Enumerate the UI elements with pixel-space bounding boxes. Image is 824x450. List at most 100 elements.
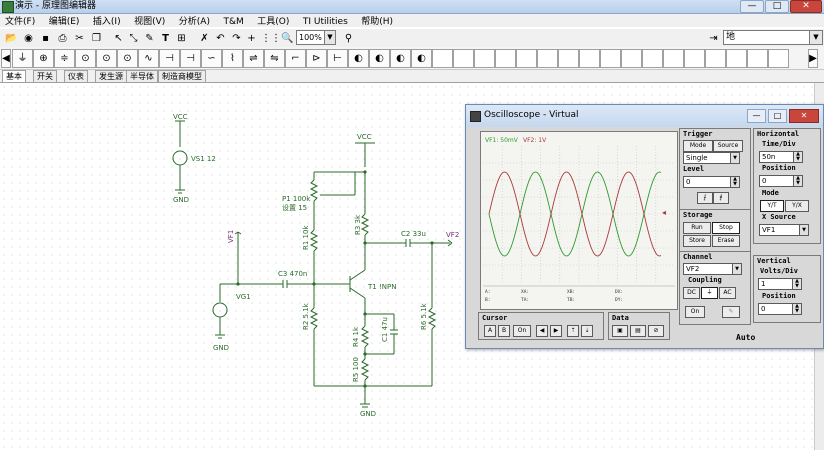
channel-on-button[interactable]: On	[685, 306, 705, 318]
tab-meters[interactable]: 仪表	[64, 70, 88, 82]
save-icon[interactable]: ▪	[42, 33, 49, 44]
cursor-right-icon[interactable]: ▶	[550, 325, 562, 337]
lamp-icon[interactable]: ◐	[348, 49, 369, 68]
menu-help[interactable]: 帮助(H)	[361, 17, 394, 27]
zoom-select[interactable]: 100% ▼	[296, 30, 336, 45]
grid-icon[interactable]: ⋮⋮	[261, 33, 281, 44]
probe-ball-icon[interactable]: ◐	[390, 49, 411, 68]
pushbutton-icon[interactable]: ⌐	[285, 49, 306, 68]
menu-edit[interactable]: 编辑(E)	[48, 17, 80, 27]
diode-icon[interactable]: ⊳	[306, 49, 327, 68]
empty-slot[interactable]	[495, 49, 516, 68]
ground-icon[interactable]: ⏚	[12, 49, 33, 68]
maximize-button[interactable]: □	[765, 0, 789, 13]
inductor-icon[interactable]: ∽	[201, 49, 222, 68]
empty-slot[interactable]	[621, 49, 642, 68]
menu-analysis[interactable]: 分析(A)	[178, 17, 210, 27]
minimize-button[interactable]: —	[740, 0, 764, 13]
transformer-icon[interactable]: ⌇	[222, 49, 243, 68]
tab-basic[interactable]: 基本	[2, 70, 26, 82]
osc-maximize-button[interactable]: □	[768, 109, 787, 123]
cursor-left-icon[interactable]: ◀	[536, 325, 548, 337]
scope-screen[interactable]: VF1: 50mV VF2: 1V A: B: XA: TA: XB: TB: …	[480, 131, 678, 310]
timediv-spin[interactable]: 50n▲▼	[759, 151, 803, 163]
menu-view[interactable]: 视图(V)	[134, 17, 166, 27]
part-search-select[interactable]: 地 ▼	[723, 30, 823, 45]
probe-icon[interactable]: ⚲	[344, 33, 353, 44]
scroll-left-icon[interactable]: ◀	[1, 49, 11, 68]
redo-icon[interactable]: ↷	[232, 33, 241, 44]
net-icon[interactable]: ⊞	[177, 33, 186, 44]
empty-slot[interactable]	[516, 49, 537, 68]
meter-icon[interactable]: ⊙	[117, 49, 138, 68]
voltage-source-icon[interactable]: ⊙	[75, 49, 96, 68]
print-icon[interactable]: ⎙	[58, 33, 67, 44]
delete-icon[interactable]: ✗	[200, 33, 209, 44]
falling-edge-button[interactable]: ⨎	[713, 192, 729, 204]
data-clear-icon[interactable]: ⊘	[648, 325, 664, 337]
menu-insert[interactable]: 插入(I)	[92, 17, 121, 27]
empty-slot[interactable]	[537, 49, 558, 68]
menu-ti-utilities[interactable]: TI Utilities	[302, 17, 348, 27]
empty-slot[interactable]	[642, 49, 663, 68]
empty-slot[interactable]	[768, 49, 789, 68]
menu-file[interactable]: 文件(F)	[5, 17, 36, 27]
trigger-level-spin[interactable]: 0▲▼	[683, 176, 740, 188]
open-folder-icon[interactable]: 📂	[5, 33, 18, 44]
data-import-icon[interactable]: ▤	[630, 325, 646, 337]
zener-icon[interactable]: ⊢	[327, 49, 348, 68]
erase-button[interactable]: Erase	[712, 235, 740, 247]
cursor-on-button[interactable]: On	[513, 325, 531, 337]
empty-slot[interactable]	[558, 49, 579, 68]
empty-slot[interactable]	[579, 49, 600, 68]
h-position-spin[interactable]: 0▲▼	[759, 175, 803, 187]
pen-icon[interactable]: ✎	[145, 33, 154, 44]
rotate-icon[interactable]: +	[247, 33, 256, 44]
led-icon[interactable]: ◐	[369, 49, 390, 68]
pointer-icon[interactable]: ↖	[114, 33, 123, 44]
text-icon[interactable]: T	[162, 33, 169, 44]
current-source-icon[interactable]: ⊙	[96, 49, 117, 68]
osc-minimize-button[interactable]: —	[747, 109, 766, 123]
zoom-icon[interactable]: 🔍	[281, 33, 294, 44]
trigger-mode-select[interactable]: Single▼	[683, 152, 740, 164]
cursor-down-icon[interactable]: ⇣	[581, 325, 593, 337]
store-button[interactable]: Store	[683, 235, 711, 247]
rising-edge-button[interactable]: ⨍	[697, 192, 713, 204]
empty-slot[interactable]	[684, 49, 705, 68]
dc-button[interactable]: DC	[683, 287, 700, 299]
probe-pen-icon[interactable]: ✎	[722, 306, 740, 318]
voltsdiv-spin[interactable]: 1▲▼	[758, 278, 802, 290]
gnd-coupling-button[interactable]: ⏚	[701, 287, 718, 299]
yx-button[interactable]: Y/X	[785, 200, 809, 212]
tab-manufacturer-models[interactable]: 制造商模型	[158, 70, 206, 82]
empty-slot[interactable]	[726, 49, 747, 68]
capacitor-icon[interactable]: ⊣	[159, 49, 180, 68]
copy-icon[interactable]: ❐	[92, 33, 101, 44]
place-part-icon[interactable]: ⇥	[709, 33, 718, 44]
empty-slot[interactable]	[600, 49, 621, 68]
tab-sources[interactable]: 发生源	[95, 70, 127, 82]
stop-button[interactable]: Stop	[712, 222, 740, 234]
wire-icon[interactable]: ⤡	[129, 33, 138, 44]
globe-icon[interactable]: ◉	[24, 33, 33, 44]
empty-slot[interactable]	[474, 49, 495, 68]
relay-icon[interactable]: ⇋	[264, 49, 285, 68]
close-button[interactable]: ✕	[790, 0, 822, 13]
cursor-b-button[interactable]: B	[498, 325, 510, 337]
channel-select[interactable]: VF2▼	[683, 263, 742, 275]
oscilloscope-titlebar[interactable]: Oscilloscope - Virtual — □ ✕	[466, 105, 823, 127]
cursor-a-button[interactable]: A	[484, 325, 496, 337]
empty-slot[interactable]	[663, 49, 684, 68]
auto-button[interactable]: Auto	[736, 333, 756, 342]
yt-button[interactable]: Y/T	[760, 200, 784, 212]
ac-button[interactable]: AC	[719, 287, 736, 299]
v-position-spin[interactable]: 0▲▼	[758, 303, 802, 315]
tab-semiconductors[interactable]: 半导体	[126, 70, 158, 82]
cut-icon[interactable]: ✂	[75, 33, 84, 44]
tab-switches[interactable]: 开关	[33, 70, 57, 82]
cursor-up-icon[interactable]: ⇡	[567, 325, 579, 337]
empty-slot[interactable]	[705, 49, 726, 68]
voltmeter-icon[interactable]: ◐	[411, 49, 432, 68]
osc-close-button[interactable]: ✕	[789, 109, 819, 123]
